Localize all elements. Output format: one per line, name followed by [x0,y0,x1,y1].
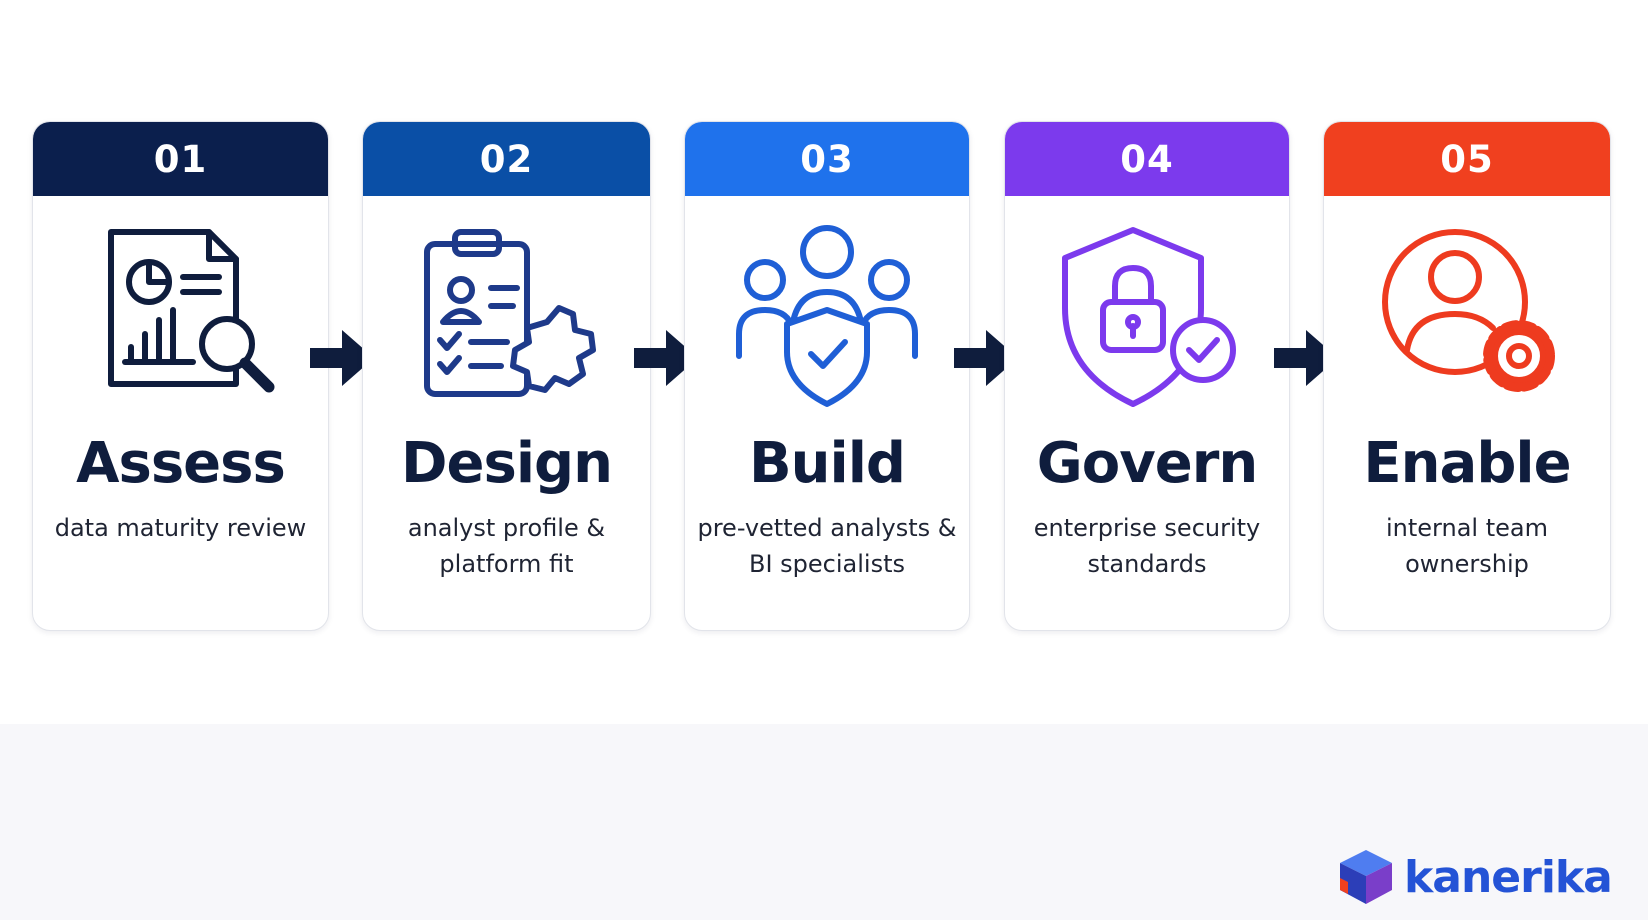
step-card-govern: 04 Govern enterprise security standards [1004,121,1290,631]
description-line: standards [1087,550,1207,578]
brand-logo-lockup: kanerika [1338,846,1613,908]
step-card-assess: 01 Assess data maturity review [32,121,329,631]
description-line: BI specialists [749,550,905,578]
flow-arrow-icon [310,330,374,386]
step-card-enable: 05 Enable internal team ownership [1323,121,1611,631]
step-description: enterprise security standards [1015,510,1279,582]
step-description: analyst profile & platform fit [373,510,640,582]
security-shield-lock-icon [1062,227,1236,407]
step-number: 02 [479,137,534,181]
flow-arrow-icon [634,330,698,386]
kanerika-cube-logo-icon [1340,850,1392,904]
step-number-header: 04 [1005,122,1289,196]
step-title: Assess [76,431,286,496]
description-line: internal team [1386,514,1548,542]
step-description: internal team ownership [1334,510,1600,582]
user-gear-icon [1382,229,1555,392]
step-title: Design [401,431,613,496]
step-description: pre-vetted analysts & BI specialists [695,510,959,582]
description-line: analyst profile & [407,514,606,542]
step-number-header: 01 [33,122,328,196]
flow-arrow-icon [954,330,1018,386]
step-description: data maturity review [43,510,318,546]
team-shield-icon [736,225,918,407]
flow-arrow-icon [1274,330,1338,386]
step-title: Enable [1363,431,1571,496]
step-card-design: 02 Design analyst profile & platform fit [362,121,651,631]
step-number-header: 03 [685,122,969,196]
description-line: enterprise security [1033,514,1261,542]
step-number: 03 [800,137,854,181]
description-line: data maturity review [54,514,307,542]
clipboard-puzzle-icon [423,229,596,397]
description-line: ownership [1405,550,1529,578]
brand-name: kanerika [1404,851,1613,903]
report-analysis-icon [107,229,274,393]
description-line: platform fit [439,550,574,578]
step-number: 04 [1120,137,1174,181]
step-title: Build [748,431,906,496]
description-line: pre-vetted analysts & [697,514,957,542]
step-number-header: 02 [363,122,650,196]
step-card-build: 03 Build pre-vetted analysts & BI specia… [684,121,970,631]
step-number: 01 [153,137,208,181]
step-number: 05 [1440,137,1494,181]
step-number-header: 05 [1324,122,1610,196]
step-title: Govern [1036,431,1258,496]
